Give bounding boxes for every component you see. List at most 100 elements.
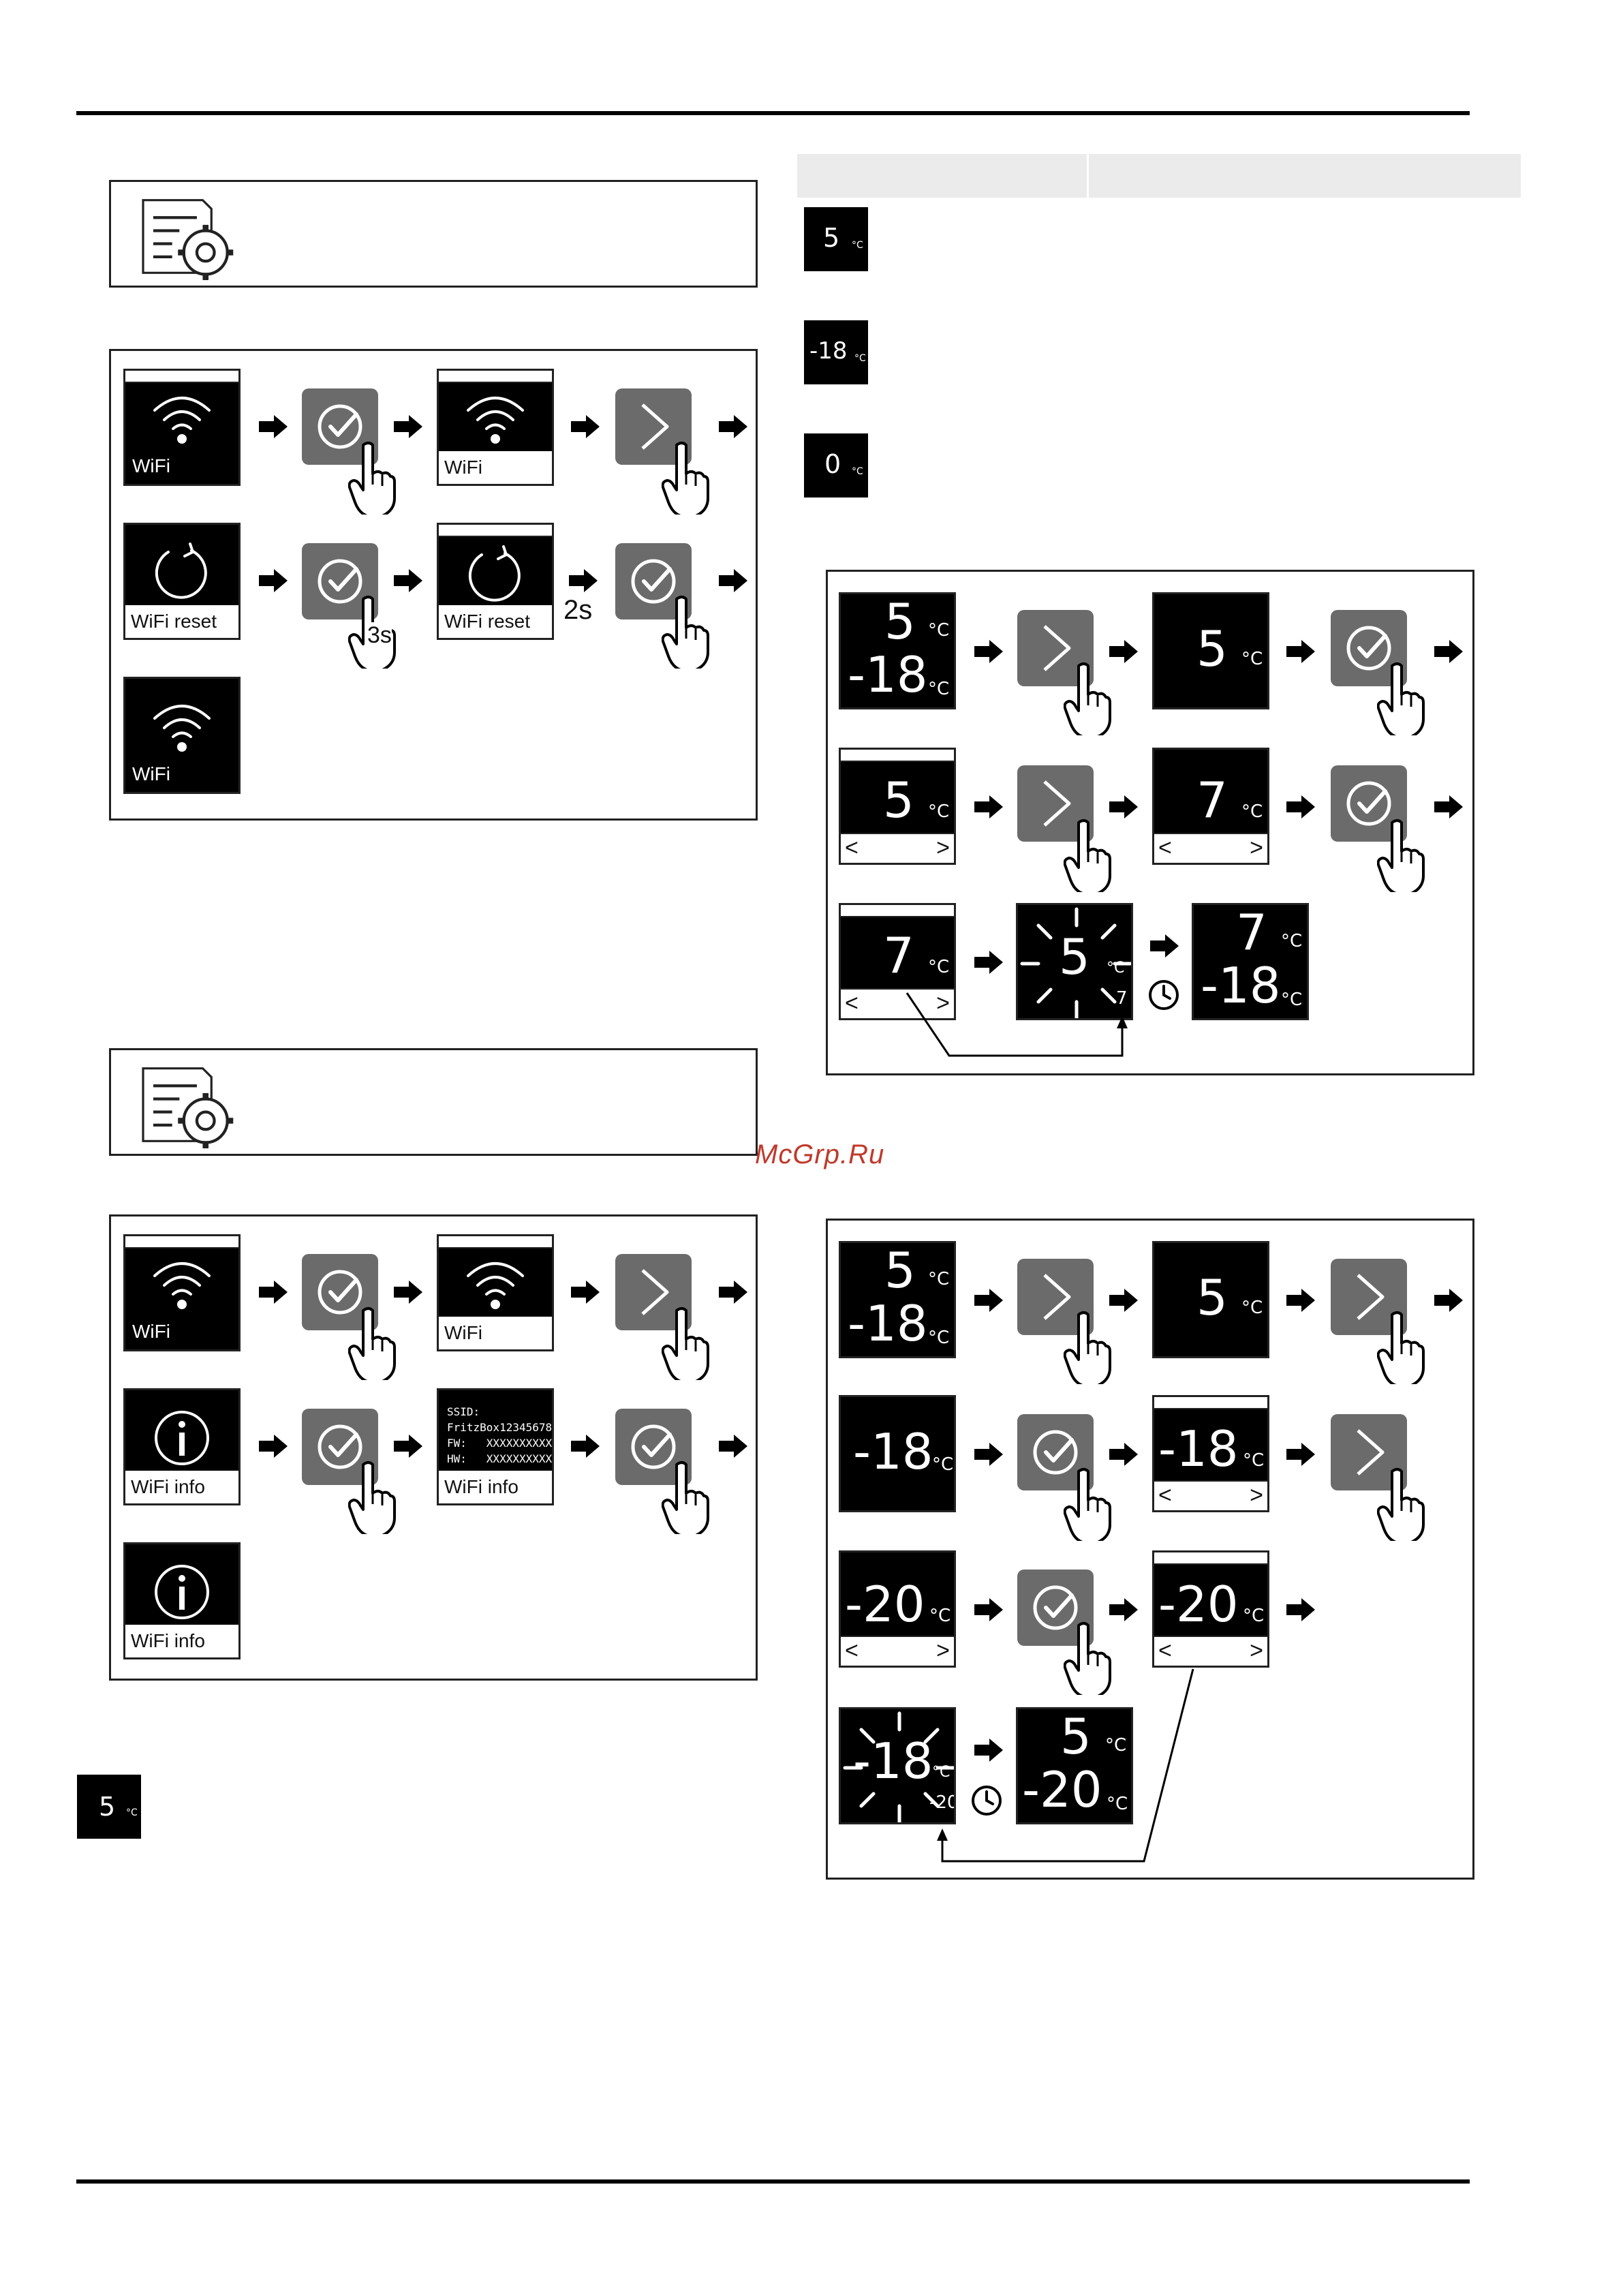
table-header <box>797 154 1521 198</box>
fridge-final-tile: 7 °C <> <box>839 903 956 1020</box>
freezer-blink-tile: -18 °C -20 <box>839 1707 956 1824</box>
reset-icon <box>461 541 529 609</box>
wifi-tile: WiFi <box>123 1234 241 1351</box>
standalone-temp-icon: 5 °C <box>77 1775 141 1839</box>
tile-caption: WiFi info <box>125 1625 238 1657</box>
arrow-right-icon <box>571 415 600 438</box>
unit-label: °C <box>852 466 863 477</box>
arrow-right-icon <box>394 415 422 438</box>
unit-label: °C <box>932 1764 950 1781</box>
unit-label: °C <box>126 1807 138 1818</box>
ssid-line: SSID: <box>447 1405 480 1418</box>
wifi-icon <box>148 391 216 446</box>
arrow-right-icon <box>719 1281 747 1304</box>
hand-pointer-icon <box>662 594 709 669</box>
fridge-temp: 7 <box>883 927 914 984</box>
freezer-temp: -20 <box>1022 1761 1102 1818</box>
fridge-blink-tile: 5 °C 7 <box>1016 903 1133 1020</box>
fridge-temp-tile: 5 °C <box>1152 1241 1269 1358</box>
hand-pointer-icon <box>662 1305 709 1380</box>
unit-label: °C <box>854 353 866 364</box>
wifi-icon <box>461 391 529 446</box>
bottom-rule <box>76 2179 1470 2184</box>
watermark: McGrp.Ru <box>755 1139 885 1169</box>
arrow-right-icon <box>569 569 598 592</box>
value-slider[interactable]: <> <box>1154 1636 1267 1666</box>
unit-label: °C <box>1243 1606 1265 1626</box>
arrow-right-icon <box>394 1281 422 1304</box>
hand-pointer-icon <box>662 1459 709 1534</box>
temp-value: 5 <box>823 223 840 253</box>
wifi-icon <box>461 1257 529 1311</box>
unit-label: °C <box>1243 1450 1265 1471</box>
arrow-right-icon <box>259 569 288 592</box>
unit-label: °C <box>928 679 950 699</box>
both-temps-tile: 5 °C -18 °C <box>839 592 956 709</box>
fridge-temp: 5 <box>1196 1269 1228 1326</box>
value-slider[interactable]: <> <box>841 1636 954 1666</box>
fridge-new-value-tile: 7 °C <> <box>1152 748 1269 865</box>
unit-label: °C <box>1105 1735 1127 1756</box>
fridge-temp: 5 <box>1060 1708 1092 1765</box>
value-slider[interactable]: <> <box>841 833 954 863</box>
freezer-temp-icon: -18 °C <box>804 320 868 384</box>
unit-label: °C <box>1281 990 1303 1010</box>
tile-label: WiFi <box>132 1321 170 1342</box>
freezer-final-tile: -20 °C <> <box>1152 1550 1269 1668</box>
target-temp-small: 7 <box>1116 988 1128 1009</box>
arrow-right-icon <box>259 1281 288 1304</box>
hand-pointer-icon <box>662 440 709 515</box>
arrow-right-icon <box>719 1435 747 1458</box>
blink-temp: -18 <box>853 1732 933 1790</box>
freezer-temp: -18 <box>1158 1420 1239 1478</box>
zero-temp-icon: 0 °C <box>804 433 868 498</box>
tile-caption: WiFi <box>439 1317 552 1349</box>
arrow-right-icon <box>571 1281 600 1304</box>
freezer-temp-tile: -18 °C <box>839 1395 956 1512</box>
tile-label: WiFi <box>132 455 170 476</box>
wifi-icon <box>148 699 216 754</box>
wifi-info-diagram: WiFi WiFi WiFi info SSID: FritzBox123456… <box>109 1214 758 1681</box>
tile-caption: WiFi reset <box>125 605 238 638</box>
fridge-temp: 7 <box>1196 771 1228 829</box>
hand-pointer-icon <box>348 440 396 515</box>
temp-value: -18 <box>809 337 848 365</box>
fridge-temp: 5 <box>884 1242 916 1299</box>
wifi-info-result-tile: WiFi info <box>123 1542 241 1659</box>
freezer-new-value-tile: -20 °C <> <box>839 1550 956 1668</box>
wifi-icon <box>148 1257 216 1311</box>
hand-pointer-icon <box>348 1305 396 1380</box>
arrow-right-icon <box>719 569 747 592</box>
freezer-adjust-tile: -18 °C <> <box>1152 1395 1269 1512</box>
freezer-temperature-diagram: 5 °C -18 °C 5 °C -18 °C -18 °C <> -20 °C <box>826 1219 1474 1880</box>
unit-label: °C <box>1241 1298 1263 1318</box>
freezer-temp: -18 <box>848 646 928 703</box>
unit-label: °C <box>929 1606 951 1626</box>
fridge-temperature-diagram: 5 °C -18 °C 5 °C 5 °C <> 7 °C <> 7 <box>826 570 1474 1075</box>
tile-caption: WiFi <box>439 451 552 484</box>
value-slider[interactable]: <> <box>1154 833 1267 863</box>
freezer-temp: -18 <box>853 1423 933 1480</box>
value-slider[interactable]: <> <box>841 988 954 1018</box>
info-icon <box>148 1404 216 1472</box>
blink-temp: 5 <box>1059 928 1090 985</box>
settings-doc-gear-icon <box>136 193 238 280</box>
freezer-temp: -18 <box>848 1295 928 1352</box>
delay-label: 2s <box>563 595 593 625</box>
wifi-tile: WiFi <box>123 369 241 486</box>
wifi-reset-tile: WiFi reset <box>123 523 241 640</box>
freezer-temp: -20 <box>845 1576 925 1633</box>
unit-label: °C <box>852 240 863 251</box>
unit-label: °C <box>1107 1794 1128 1814</box>
unit-label: °C <box>932 1454 954 1475</box>
hold-duration-label: 3s <box>367 622 392 649</box>
fridge-temp-icon: 5 °C <box>804 207 868 271</box>
value-slider[interactable]: <> <box>1154 1480 1267 1510</box>
wifi-reset-diagram: WiFi WiFi WiFi reset 3s WiFi reset 2s W <box>109 349 758 821</box>
wifi-reset-selected-tile: WiFi reset <box>437 523 554 640</box>
tile-caption: WiFi reset <box>439 605 552 638</box>
arrow-right-icon <box>394 1435 422 1458</box>
temp-value: 5 <box>99 1792 116 1822</box>
unit-label: °C <box>1241 649 1263 669</box>
info-icon <box>148 1558 216 1626</box>
